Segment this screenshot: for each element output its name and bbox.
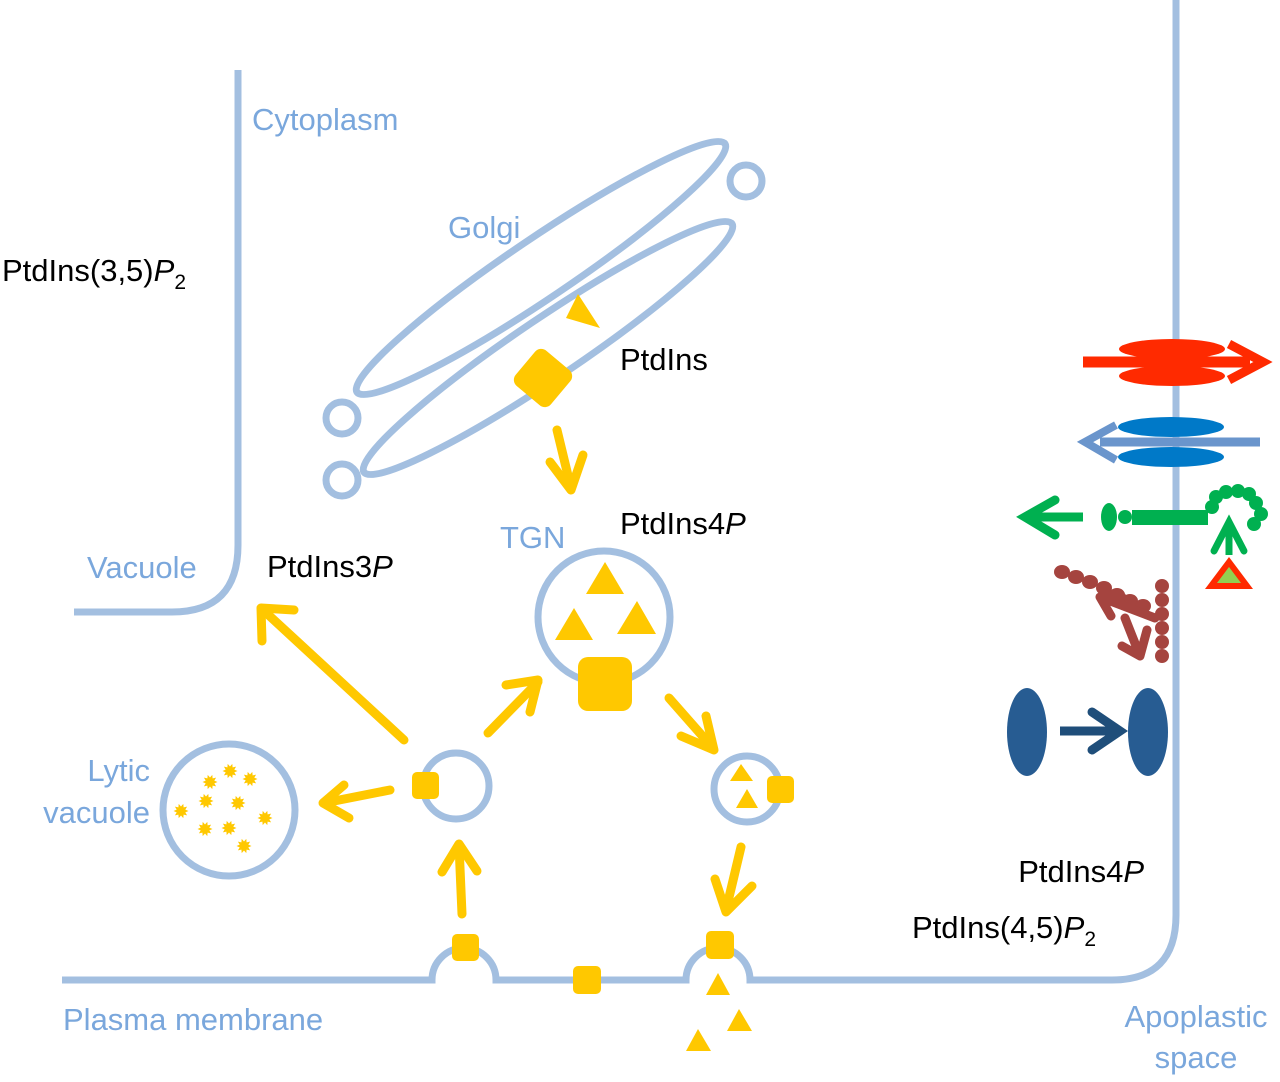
lytic-cargo-particle — [197, 821, 213, 837]
tgn-cargo — [555, 608, 593, 640]
vesicle-to-pm-arrow — [710, 842, 757, 917]
pm-receptor-exocytosis — [706, 931, 734, 959]
golgi-vesicle — [322, 460, 362, 500]
lytic-cargo-particle — [221, 820, 237, 836]
golgi-vesicle — [726, 161, 766, 201]
arrow-left-icon — [1076, 421, 1119, 464]
golgi-cargo-triangle — [566, 294, 600, 328]
lytic-vacuole-label-line2: vacuole — [43, 795, 150, 830]
tgn-cargo — [617, 601, 656, 634]
apoplastic-label-line2: space — [1155, 1040, 1238, 1075]
vesicle-cargo — [730, 764, 753, 781]
golgi-vesicle — [322, 398, 362, 438]
arrow-icon — [1095, 592, 1160, 661]
lytic-vacuole-cargo — [173, 763, 273, 854]
pm-receptor — [573, 966, 601, 994]
lytic-cargo-particle — [202, 774, 218, 790]
ptdins35p2-label: PtdIns(3,5)P2 — [2, 253, 186, 294]
lytic-cargo-particle — [236, 838, 252, 854]
ptdins3p-label: PtdIns3P — [267, 549, 393, 584]
golgi-cargo-receptor — [513, 348, 573, 408]
lytic-cargo-particle — [230, 795, 246, 811]
lytic-cargo-particle — [242, 771, 258, 787]
endosome-to-lytic-vacuole-arrow — [318, 780, 395, 823]
apoplastic-label-line1: Apoplastic — [1124, 999, 1267, 1034]
ptdins4p-pm-label: PtdIns4P — [1018, 854, 1144, 889]
ptdins-label: PtdIns — [620, 342, 708, 377]
lytic-cargo-particle — [198, 793, 214, 809]
golgi-to-tgn-arrow — [545, 425, 588, 495]
plasma-membrane-label: Plasma membrane — [63, 1002, 323, 1037]
vesicle-cargo — [736, 789, 758, 808]
arrow-right-icon — [1226, 340, 1273, 384]
green-receptor — [1016, 484, 1268, 555]
brown-protein — [1054, 565, 1169, 663]
ligand-triangle — [1205, 557, 1253, 589]
secreted-cargo — [686, 1029, 711, 1051]
lytic-cargo-particle — [173, 803, 189, 819]
secreted-cargo — [706, 973, 730, 995]
navy-protein — [1007, 688, 1168, 776]
vacuole-label: Vacuole — [87, 550, 197, 585]
tgn-cargo — [586, 562, 624, 594]
golgi-cisterna-1 — [352, 137, 730, 399]
lytic-cargo-particle — [257, 810, 273, 826]
arrow-up-icon — [1210, 514, 1248, 555]
red-transporter — [1083, 339, 1273, 386]
secreted-cargo — [727, 1009, 752, 1031]
lytic-cargo-particle — [222, 763, 238, 779]
ptdins45p2-label: PtdIns(4,5)P2 — [912, 910, 1096, 951]
golgi-label: Golgi — [448, 210, 520, 245]
endosome-to-tgn-arrow — [483, 675, 543, 738]
tgn-cargo-receptor — [578, 657, 632, 711]
tgn-label: TGN — [500, 520, 565, 555]
vacuole-membrane — [74, 70, 242, 616]
endosome-receptor — [412, 772, 439, 799]
lytic-vacuole — [159, 740, 299, 880]
pm-receptor-endocytosis — [452, 934, 479, 961]
cytoplasm-label: Cytoplasm — [252, 102, 398, 137]
blue-transporter — [1076, 417, 1260, 467]
plasma-membrane — [62, 0, 1180, 984]
ptdins4p-tgn-label: PtdIns4P — [620, 506, 746, 541]
golgi — [322, 137, 766, 500]
vesicle-receptor — [767, 776, 794, 803]
tgn-to-vesicle-arrow — [664, 693, 719, 755]
endosome-to-vacuole-arrow — [256, 603, 409, 745]
arrow-right-icon — [1087, 707, 1129, 755]
arrow-left-icon — [1016, 495, 1060, 540]
pm-to-endosome-arrow — [437, 839, 482, 919]
lytic-vacuole-label-line1: Lytic — [87, 753, 150, 788]
